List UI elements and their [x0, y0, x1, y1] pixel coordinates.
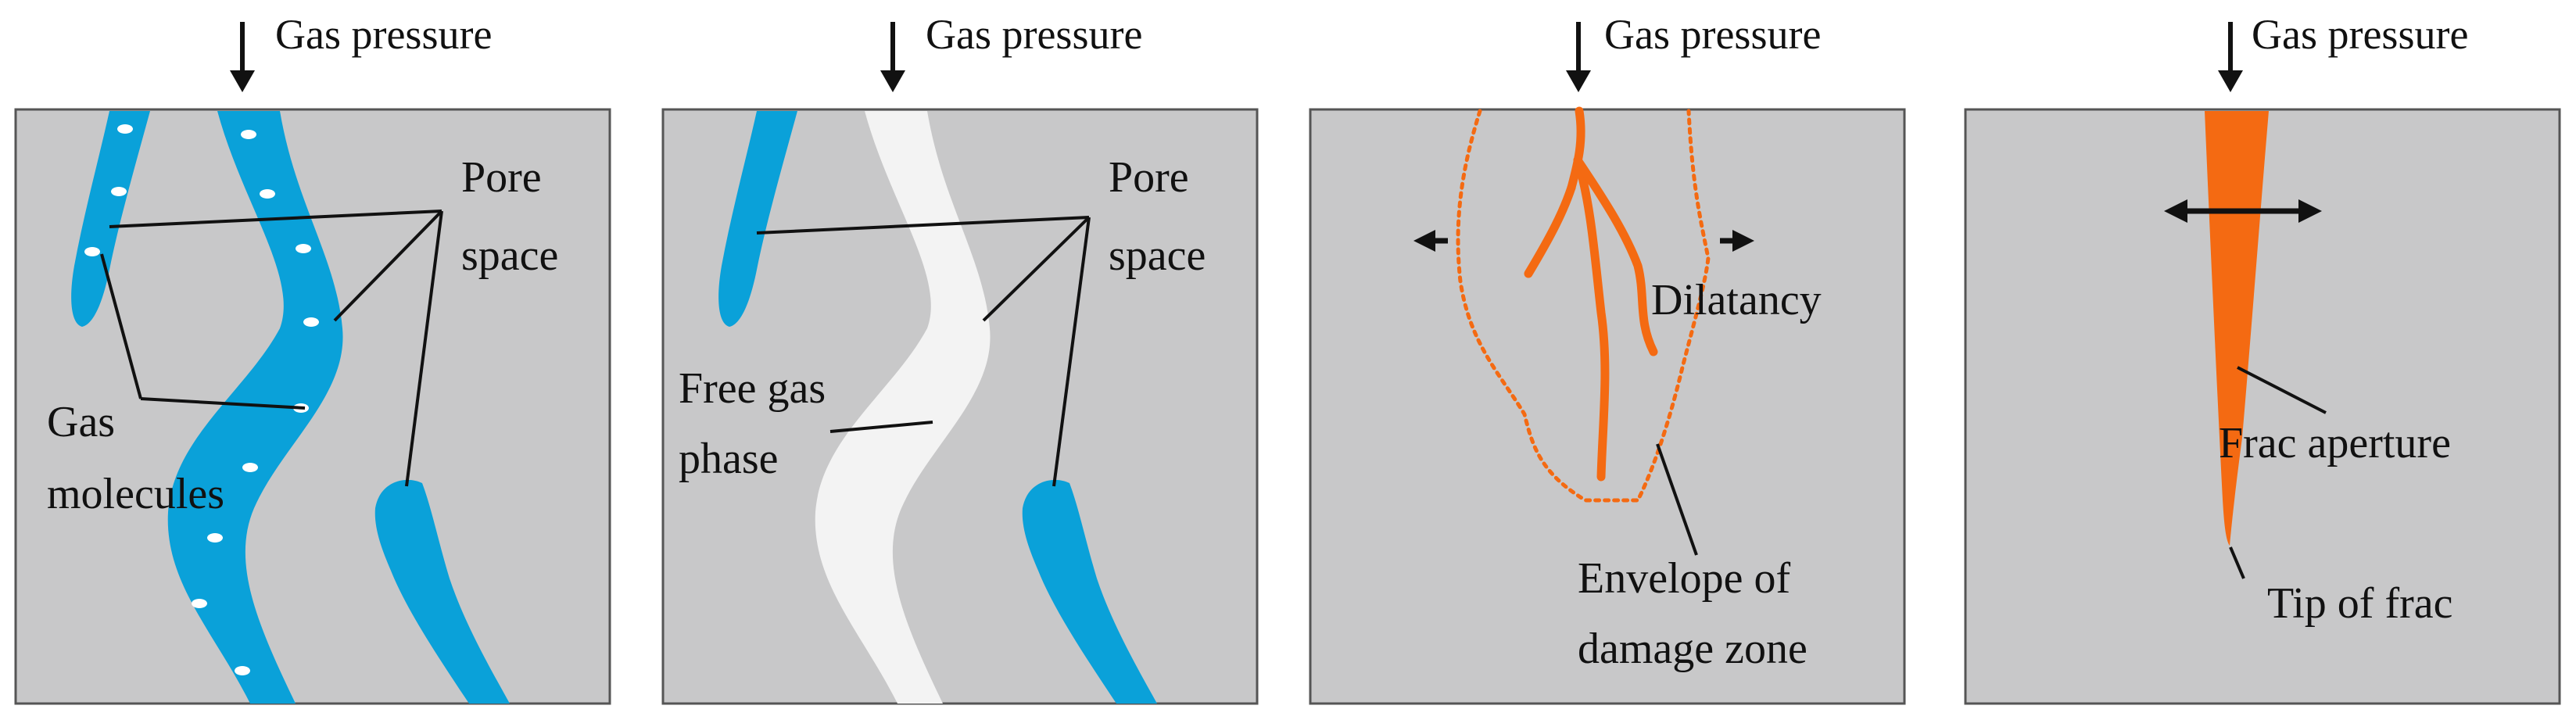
- down-arrow-icon: [880, 22, 905, 92]
- pore-space-label-line2: space: [1109, 231, 1206, 280]
- aperture-label: Frac aperture: [2219, 419, 2451, 467]
- pore-space-label-line2: space: [461, 231, 558, 280]
- aperture-leader: [2237, 366, 2327, 414]
- gas-molecule: [235, 666, 250, 675]
- double-headed-arrow-icon: [2164, 199, 2322, 223]
- down-arrow-icon: [2218, 22, 2243, 92]
- gas-molecule: [296, 244, 311, 253]
- envelope-leader: [1656, 443, 1698, 556]
- pore-space-lower: [1022, 479, 1157, 704]
- panel-4-frame: [1964, 108, 2561, 705]
- down-arrow-icon: [230, 22, 255, 92]
- gas-molecule: [192, 599, 207, 608]
- gas-molecule: [111, 187, 127, 196]
- gas-molecules-label-line1: Gas: [47, 398, 115, 446]
- dilatancy-label: Dilatancy: [1651, 276, 1822, 324]
- pressure-label-3: Gas pressure: [1604, 11, 1821, 58]
- gas-molecules: [84, 124, 319, 675]
- envelope-label-line1: Envelope of: [1578, 554, 1790, 603]
- leader-lines-2: [756, 216, 1091, 487]
- pore-space-left: [718, 111, 797, 327]
- gas-molecule: [303, 317, 319, 327]
- gas-molecule: [242, 463, 258, 472]
- damage-zone-envelope: [1456, 109, 1711, 503]
- gas-molecule: [241, 130, 256, 139]
- pore-space-main: [167, 111, 343, 704]
- pressure-label-1: Gas pressure: [275, 11, 492, 58]
- pressure-label-2: Gas pressure: [926, 11, 1142, 58]
- gas-molecule: [84, 247, 100, 256]
- gas-molecule: [260, 189, 275, 199]
- pore-space-label-line1: Pore: [1109, 153, 1189, 202]
- panel-1: Gas pressure: [14, 11, 611, 705]
- panel-4: Gas pressure Frac aperture Tip of frac: [1964, 11, 2561, 705]
- free-gas-phase: [815, 111, 991, 704]
- tip-label: Tip of frac: [2267, 579, 2452, 628]
- envelope-label-line2: damage zone: [1578, 625, 1807, 673]
- double-headed-arrow-icon: [1413, 230, 1754, 252]
- leader-lines-1: [100, 210, 443, 487]
- down-arrow-icon: [1566, 22, 1591, 92]
- fracture-aperture: [2205, 111, 2269, 546]
- gas-molecule: [117, 124, 133, 134]
- gas-molecule: [207, 533, 223, 543]
- panel-3: Gas pressure Dilatancy Envelope of damag…: [1309, 11, 1906, 705]
- free-gas-label-line1: Free gas: [679, 364, 826, 413]
- pore-space-lower: [374, 479, 510, 704]
- pore-space-left: [71, 111, 150, 327]
- panel-2: Gas pressure Pore space Free gas phase: [661, 11, 1259, 705]
- damage-fractures: [1524, 106, 1658, 482]
- pore-space-label-line1: Pore: [461, 153, 542, 202]
- tip-leader: [2229, 546, 2245, 579]
- pressure-label-4: Gas pressure: [2252, 11, 2468, 58]
- gas-molecules-label-line2: molecules: [47, 470, 224, 518]
- free-gas-label-line2: phase: [679, 435, 779, 483]
